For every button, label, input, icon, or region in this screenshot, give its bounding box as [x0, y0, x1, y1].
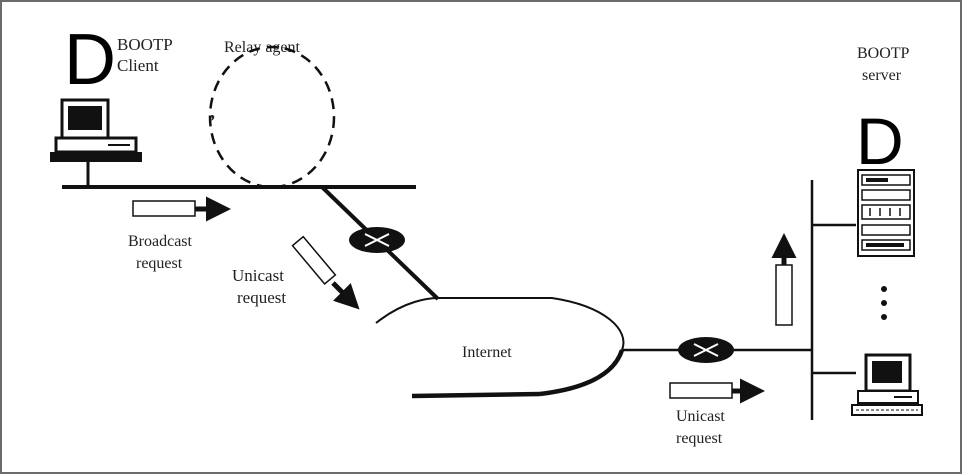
broadcast-label-line2: request — [136, 255, 183, 272]
server-tower-icon — [857, 169, 915, 257]
internet-cloud — [375, 297, 625, 399]
unicast-bottom-packet-icon — [669, 378, 765, 404]
server-glyph: D — [856, 104, 904, 178]
client-label-line2: Client — [117, 56, 159, 75]
unicast-left-line1: Unicast — [232, 266, 284, 285]
unicast-bottom-line1: Unicast — [676, 408, 725, 425]
server-label-line2: server — [862, 67, 902, 84]
router-icon — [678, 337, 734, 363]
relay-agent-label: Relay agent — [224, 39, 301, 56]
more-servers-ellipsis — [881, 286, 887, 320]
client-computer-icon — [50, 98, 142, 186]
unicast-packet-icon — [291, 235, 360, 310]
internet-label: Internet — [462, 344, 512, 361]
relay-tick-mark: , — [210, 101, 215, 123]
workstation-computer-icon — [851, 353, 923, 416]
client-glyph: D — [64, 20, 116, 100]
unicast-left-line2: request — [237, 288, 286, 307]
server-label-line1: BOOTP — [857, 45, 910, 62]
client-label-line1: BOOTP — [117, 35, 173, 54]
broadcast-label-line1: Broadcast — [128, 233, 193, 250]
relay-agent-circle — [208, 45, 336, 189]
unicast-bottom-line2: request — [676, 430, 723, 447]
unicast-up-packet-icon — [771, 233, 797, 326]
router-icon — [349, 227, 405, 253]
broadcast-packet-icon — [132, 196, 231, 222]
